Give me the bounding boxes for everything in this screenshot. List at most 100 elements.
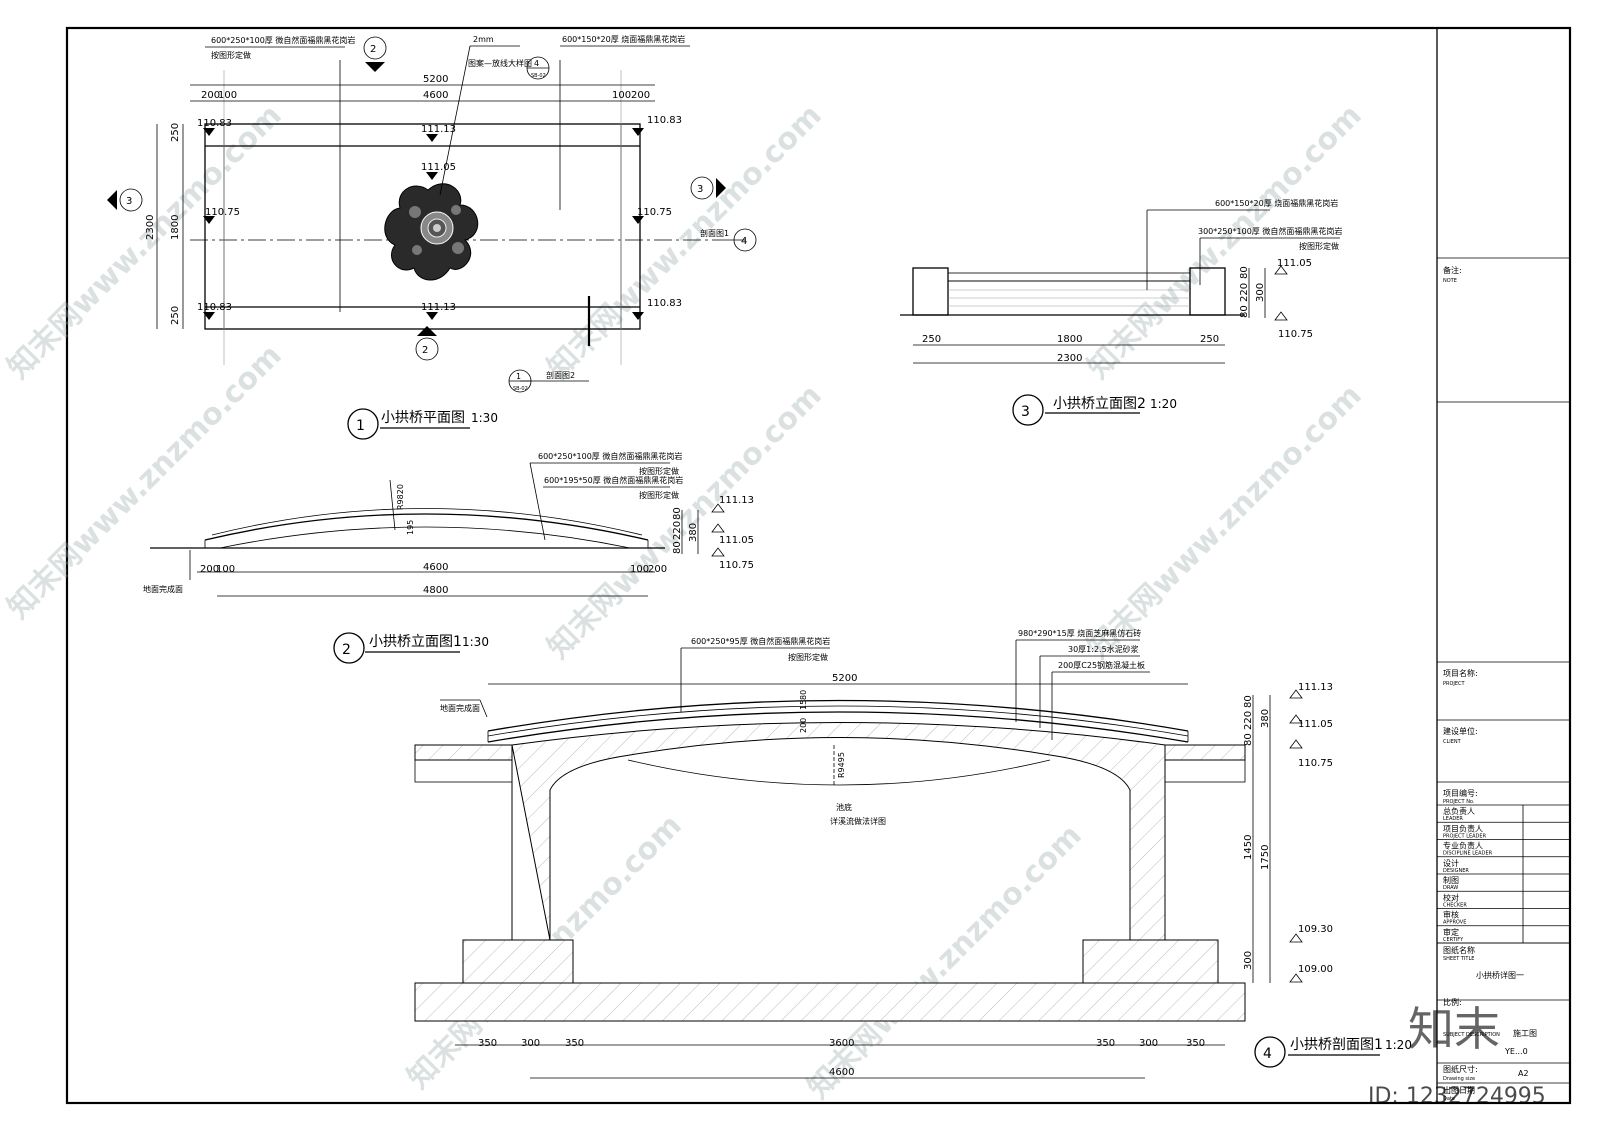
plan-dim-l1: 200 <box>201 90 220 101</box>
callout-detail: 4 SB-02 <box>526 56 550 80</box>
svg-text:4: 4 <box>741 236 747 247</box>
elev2-dim: 2300 <box>1057 353 1082 364</box>
tb-size-cn: 图纸尺寸: <box>1443 1064 1478 1074</box>
elev1-note: 600*195*50厚 微自然面福鼎黑花岗岩 <box>544 475 683 485</box>
level-mark: 110.75 <box>719 560 754 571</box>
level-mark: 110.83 <box>647 298 682 309</box>
level-mark: 111.13 <box>1298 682 1333 693</box>
svg-text:3: 3 <box>126 196 132 207</box>
level-mark: 110.75 <box>637 207 672 218</box>
watermark-text: 知末网www.znzmo.com <box>541 378 829 666</box>
tb-size-en: Drawing size <box>1443 1076 1475 1082</box>
elev2-dim: 80 <box>1239 305 1250 318</box>
svg-text:3: 3 <box>697 184 703 195</box>
section-pool: 详溪流做法详图 <box>830 816 886 826</box>
level-mark: 111.05 <box>421 162 456 173</box>
section-dim: 350 <box>478 1038 497 1049</box>
elevation-2: 600*150*20厚 烧面福鼎黑花岗岩 300*250*100厚 微自然面福鼎… <box>900 198 1342 426</box>
tb-desc-en: SUBJECT DESCRIPTION <box>1443 1032 1500 1038</box>
elev1-note: 按图形定做 <box>639 490 679 500</box>
tb-version: YE...0 <box>1504 1047 1528 1056</box>
level-mark: 111.05 <box>1277 258 1312 269</box>
section-dim: 220 <box>1243 711 1254 730</box>
section-dim: 3600 <box>829 1038 854 1049</box>
section-dim: 350 <box>565 1038 584 1049</box>
tb-row-cn: 审定 <box>1443 927 1459 937</box>
tb-row-en: DRAW <box>1443 885 1458 891</box>
section-note: 980*290*15厚 烧面芝麻黑仿石砖 <box>1018 628 1141 638</box>
plan-dim-r2: 200 <box>631 90 650 101</box>
tb-row-en: LEADER <box>1443 816 1463 822</box>
section-scale: 1:20 <box>1385 1038 1412 1052</box>
section-note: 按图形定做 <box>788 652 828 662</box>
brand-logo: 知末 <box>1408 1002 1500 1056</box>
plan-note: 600*150*20厚 烧面福鼎黑花岗岩 <box>562 34 685 44</box>
plan-dim-h-top: 250 <box>170 123 181 142</box>
plan-note: 按图形定做 <box>211 50 251 60</box>
sheet-border <box>65 26 1572 1105</box>
section-pool: 池底 <box>836 802 852 812</box>
section-note: 600*250*95厚 微自然面福鼎黑花岗岩 <box>691 636 830 646</box>
plan-dim-total: 5200 <box>423 74 448 85</box>
plan-title-num: 1 <box>356 418 365 434</box>
elev1-dim: 80 <box>672 541 683 554</box>
level-mark: 110.75 <box>205 207 240 218</box>
callout-left: 3 <box>107 188 143 212</box>
section-dim: 5200 <box>832 673 857 684</box>
elev2-title-num: 3 <box>1021 404 1030 420</box>
plan-dim-h-inner: 1800 <box>170 215 181 240</box>
elev1-note: 按图形定做 <box>639 466 679 476</box>
watermark-text: 知末网www.znzmo.com <box>801 818 1089 1106</box>
tb-row-cn: 审核 <box>1443 910 1459 920</box>
tb-row-cn: 设计 <box>1443 858 1459 868</box>
watermark-text: 知末网www.znzmo.com <box>541 98 829 386</box>
level-mark: 111.13 <box>719 495 754 506</box>
elev1-dim: 220 <box>672 521 683 540</box>
level-mark: 111.13 <box>421 302 456 313</box>
svg-text:1: 1 <box>516 372 521 381</box>
svg-text:SB-02: SB-02 <box>513 386 528 392</box>
elev1-scale: 1:30 <box>462 635 489 649</box>
tb-row-cn: 总负责人 <box>1443 806 1475 816</box>
svg-text:剖面图2: 剖面图2 <box>546 370 575 380</box>
level-mark: 111.05 <box>1298 719 1333 730</box>
tb-client-en: CLIENT <box>1443 739 1462 745</box>
elev1-dim: 100 <box>630 564 649 575</box>
tb-row-cn: 制图 <box>1443 875 1459 885</box>
section-h15: 15 <box>799 700 808 710</box>
tb-row-en: CERTIFY <box>1443 937 1464 943</box>
tb-row-en: APPROVE <box>1443 920 1466 926</box>
tb-row-en: PROJECT LEADER <box>1443 833 1487 839</box>
section-radius: R9495 <box>837 752 846 778</box>
elev1-dim: 4600 <box>423 562 448 573</box>
svg-text:2: 2 <box>370 44 376 55</box>
elev1-ground: 地面完成面 <box>143 584 183 594</box>
level-mark: 110.75 <box>1278 329 1313 340</box>
brand-watermark: 知末 ID: 1232724995 <box>1368 1002 1546 1109</box>
level-mark: 111.13 <box>421 124 456 135</box>
level-mark: 110.83 <box>647 115 682 126</box>
elev2-note: 按图形定做 <box>1299 241 1339 251</box>
elev1-dim: 380 <box>688 523 699 542</box>
elev2-title: 小拱桥立面图2 <box>1053 396 1146 412</box>
plan-view: 5200 4600 200 100 100 200 2300 1800 250 … <box>107 34 757 440</box>
svg-text:SB-02: SB-02 <box>531 73 546 79</box>
section-dim: 380 <box>1260 709 1271 728</box>
watermark-text: 知末网www.znzmo.com <box>1 338 289 626</box>
tb-projno-cn: 项目编号: <box>1443 788 1478 798</box>
section-h200: 200 <box>799 718 808 733</box>
tb-sheet-cn: 图纸名称 <box>1443 945 1475 955</box>
section-dim: 1750 <box>1260 845 1271 870</box>
tb-date-cn: 出图日期 <box>1443 1085 1475 1095</box>
plan-dim-l2: 100 <box>218 90 237 101</box>
callout-side-section: 4 剖面图1 <box>700 228 757 252</box>
tb-client-cn: 建设单位: <box>1443 726 1478 736</box>
tb-row-en: DESIGNER <box>1443 868 1469 874</box>
callout-side2: 1 SB-02 剖面图2 <box>508 296 591 393</box>
elev2-dim: 80 <box>1239 266 1250 279</box>
callout-right: 3 <box>690 176 726 200</box>
section-dim: 300 <box>521 1038 540 1049</box>
section-dim: 300 <box>1243 951 1254 970</box>
plan-note: 2mm <box>473 35 494 44</box>
section-note: 30厚1:2.5水泥砂浆 <box>1068 644 1139 654</box>
